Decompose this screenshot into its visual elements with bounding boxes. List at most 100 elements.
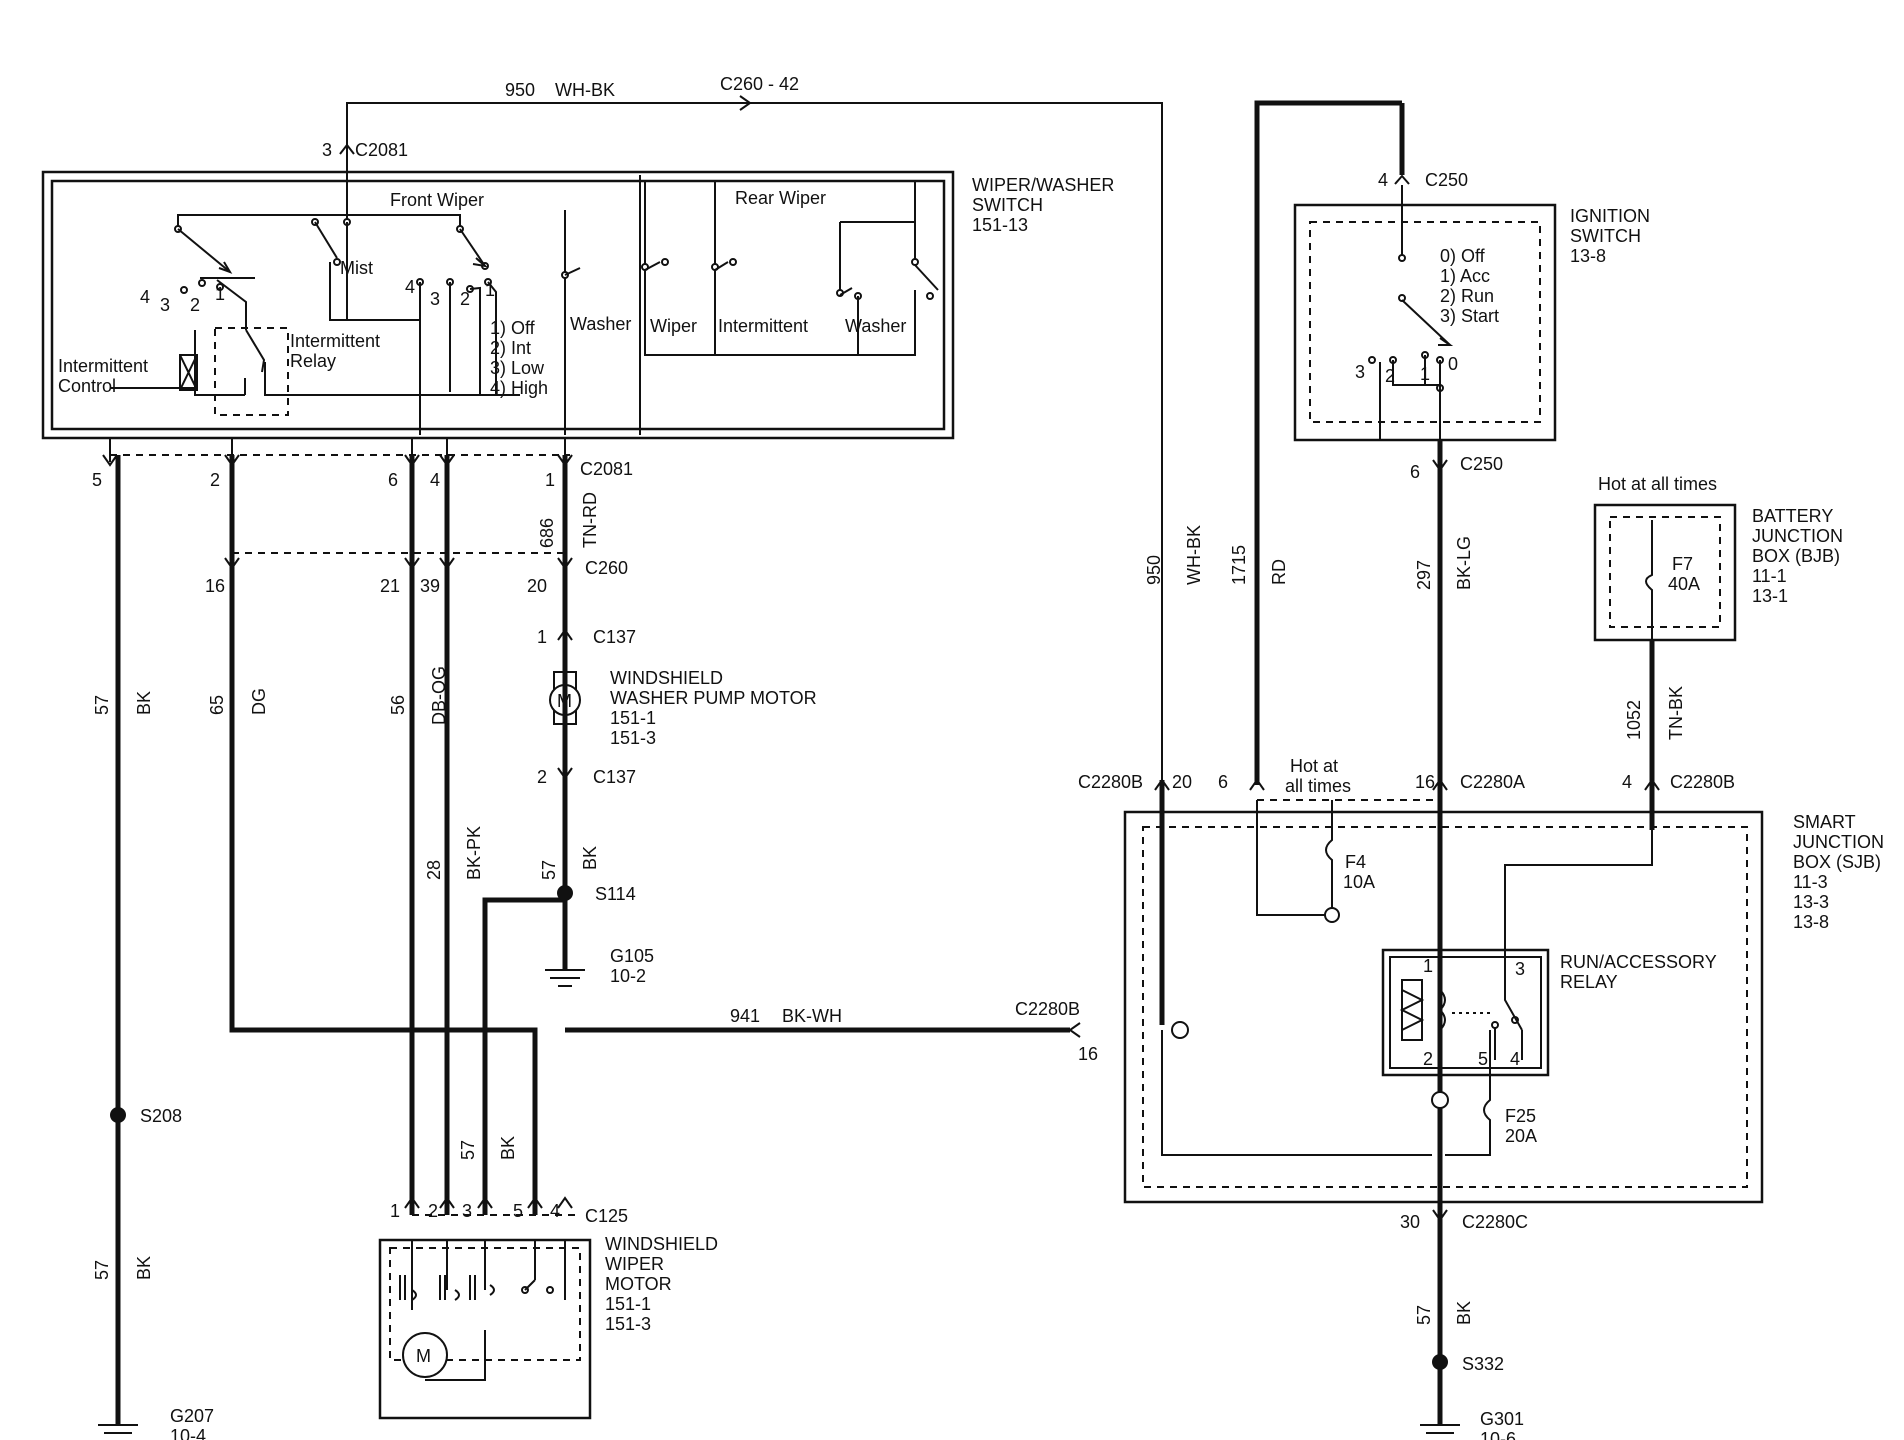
wire-950v-color: WH-BK [1184,525,1204,585]
relay-pin-3: 3 [1515,959,1525,979]
c2280b-mid-label: C2280B [1015,999,1080,1019]
ground-g301-icon [1420,1424,1460,1434]
g207-label: G207 [170,1406,214,1426]
wire-950-color: WH-BK [555,80,615,100]
c2081-top-arrow [339,143,355,155]
sjb-title-1: SMART [1793,812,1856,832]
sjb-title-5: 13-3 [1793,892,1829,912]
c2280b-mid-arrow [1068,1022,1081,1038]
c2280b-right-pin: 4 [1622,772,1632,792]
wire-941-label: 941 [730,1006,760,1026]
wire-57c-label: 57 [458,1140,478,1160]
c250-top-label: C250 [1425,170,1468,190]
switch-pos-off: 1) Off [490,318,536,338]
splice-s332 [1432,1354,1448,1370]
c137-b-pin: 2 [537,767,547,787]
sjb-title-2: JUNCTION [1793,832,1884,852]
washer-pump-title-4: 151-3 [610,728,656,748]
intermittent-relay-label-2: Relay [290,351,336,371]
c125-pin-1: 1 [390,1201,400,1221]
switch-pos-low: 3) Low [490,358,545,378]
wiper-washer-switch-inner [50,179,946,431]
f4-rating: 10A [1343,872,1375,892]
c2081-top-label: C2081 [355,140,408,160]
wire-1052-color: TN-BK [1666,686,1686,740]
f7-rating: 40A [1668,574,1700,594]
ign-pos-run: 2) Run [1440,286,1494,306]
c260-pin-21: 21 [380,576,400,596]
c125-pin-3: 3 [462,1201,472,1221]
washer-front-label: Washer [570,314,631,334]
g301-ref: 10-6 [1480,1429,1516,1440]
c260-pin-39: 39 [420,576,440,596]
intermittent-relay-box [214,327,289,416]
hot-at-label: Hot at [1290,756,1338,776]
c2081-arrows [102,438,573,467]
c2081-pin-4: 4 [430,470,440,490]
wire-28-label: 28 [424,860,444,880]
relay-pin-5: 5 [1478,1049,1488,1069]
c260-label: C260 [585,558,628,578]
intermittent-relay-label-1: Intermittent [290,331,380,351]
bjb-box [1593,503,1737,642]
run-relay-title-1: RUN/ACCESSORY [1560,952,1717,972]
bjb-title-5: 13-1 [1752,586,1788,606]
wire-56-label: 56 [388,695,408,715]
g105-label: G105 [610,946,654,966]
intermittent-control-coil [179,354,198,391]
wire-56-color: DB-OG [429,666,449,725]
f4-label: F4 [1345,852,1366,872]
wiper-switch-title-3: 151-13 [972,215,1028,235]
wiper-motor-symbol: M [416,1346,431,1366]
c137-a-pin: 1 [537,627,547,647]
wiper-motor-title-2: WIPER [605,1254,664,1274]
c125-arrows [404,1196,573,1209]
run-relay-title-2: RELAY [1560,972,1618,992]
sjb-inner [1142,826,1748,1188]
left-wires [115,455,1070,1425]
c2081-pin-6: 6 [388,470,398,490]
wire-1715-rd [1254,100,1402,785]
run-accessory-relay-inner [1389,956,1542,1069]
ign-pin-1: 1 [1420,364,1430,384]
hot-at-all-times-label: Hot at all times [1598,474,1717,494]
c125-label: C125 [585,1206,628,1226]
wire-28-color: BK-PK [464,826,484,880]
front-wiper-label: Front Wiper [390,190,484,210]
wiper-motor [402,1332,448,1378]
sjb-title-3: BOX (SJB) [1793,852,1881,872]
ignition-title-2: SWITCH [1570,226,1641,246]
c2280b-right-label: C2280B [1670,772,1735,792]
f25-label: F25 [1505,1106,1536,1126]
wire-57a-color: BK [134,691,154,715]
wire-1715-color: RD [1269,559,1289,585]
wire-950-label: 950 [505,80,535,100]
left-pos-1: 1 [215,284,225,304]
left-pos-4: 4 [140,287,150,307]
washer-pump-title-2: WASHER PUMP MOTOR [610,688,817,708]
relay-pin-2: 2 [1423,1049,1433,1069]
all-times-label: all times [1285,776,1351,796]
wire-57b-color: BK [580,846,600,870]
wire-57c-color: BK [498,1136,518,1160]
c250-top-arrow [1394,174,1410,185]
c2280-pin-6: 6 [1218,772,1228,792]
bjb-inner [1609,516,1721,628]
ign-pos-start: 3) Start [1440,306,1499,326]
ground-g207-icon [98,1424,138,1434]
c2280a-label: C2280A [1460,772,1525,792]
wire-57e-label: 57 [1414,1305,1434,1325]
ign-pin-3: 3 [1355,362,1365,382]
front-pos-4: 4 [405,277,415,297]
switch-pos-int: 2) Int [490,338,531,358]
ign-pin-2: 2 [1385,366,1395,386]
front-pos-1: 1 [485,280,495,300]
sjb-internals [1161,800,1653,1156]
left-pos-3: 3 [160,295,170,315]
wiper-switch-title-1: WIPER/WASHER [972,175,1114,195]
intermittent-control-label-1: Intermittent [58,356,148,376]
switch-pos-high: 4) High [490,378,548,398]
washer-pump-title-3: 151-1 [610,708,656,728]
wire-57e-color: BK [1454,1301,1474,1325]
wire-57d-color: BK [134,1256,154,1280]
